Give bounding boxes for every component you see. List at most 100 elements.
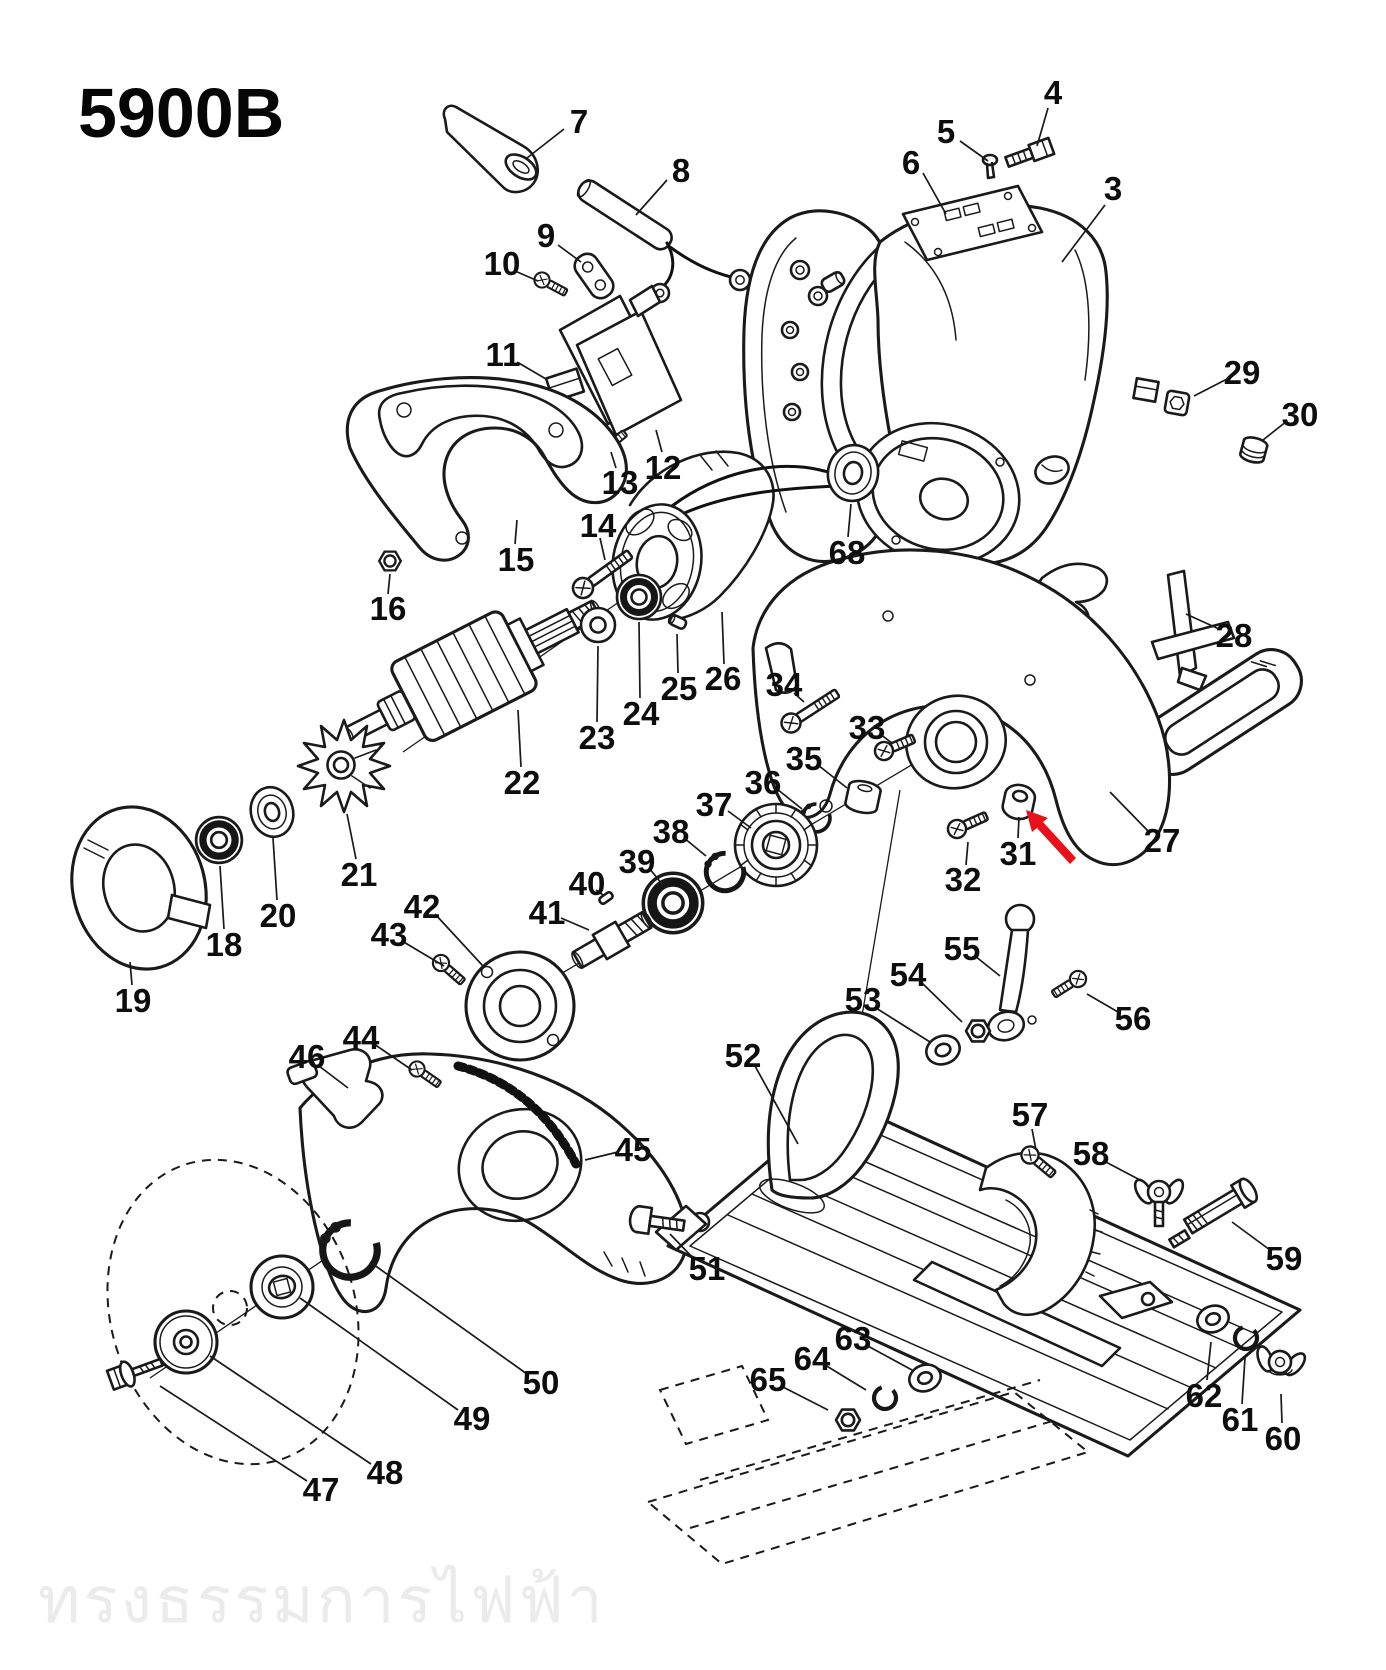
leader-line-11: [516, 361, 547, 380]
leader-line-35: [817, 764, 848, 789]
part-label-24: 24: [623, 695, 660, 732]
leader-line-55: [974, 955, 1001, 977]
safety-cover-drawing: [298, 1052, 689, 1313]
cord-clamp-drawing: [573, 252, 615, 300]
leader-line-20: [272, 837, 278, 901]
leader-line-62: [1206, 1341, 1212, 1381]
brush-cap-drawing: [1239, 436, 1269, 464]
part-label-38: 38: [653, 813, 690, 850]
part-label-64: 64: [794, 1340, 831, 1377]
part-label-31: 31: [1000, 835, 1037, 872]
leader-line-53: [875, 1007, 931, 1043]
part-label-59: 59: [1266, 1240, 1303, 1277]
leader-line-60: [1280, 1393, 1283, 1424]
leader-line-37: [727, 810, 752, 829]
leader-line-3: [1061, 204, 1106, 263]
bolt-51-drawing: [628, 1204, 686, 1236]
bearing-18-drawing: [196, 817, 242, 863]
part-label-26: 26: [705, 660, 742, 697]
rip-fence-dashed-drawing: [645, 1364, 1091, 1566]
part-label-35: 35: [786, 740, 823, 777]
gear-37-drawing: [733, 802, 819, 888]
leader-line-26: [721, 611, 725, 665]
part-label-57: 57: [1012, 1096, 1049, 1133]
leader-line-49: [299, 1297, 459, 1411]
leader-line-40: [595, 889, 604, 896]
leader-line-46: [318, 1065, 349, 1089]
pin-25-drawing: [667, 613, 688, 630]
leader-line-56: [1086, 993, 1119, 1013]
part-label-7: 7: [570, 103, 588, 140]
leader-line-24: [638, 621, 641, 699]
red-callout-arrow: [1026, 810, 1076, 864]
part-label-54: 54: [890, 956, 927, 993]
leader-line-58: [1103, 1160, 1141, 1181]
part-label-5: 5: [937, 113, 955, 150]
washer-23-drawing: [579, 606, 617, 644]
part-label-6: 6: [902, 144, 920, 181]
spindle-41-drawing: [571, 910, 653, 970]
washer-62-drawing: [1196, 1304, 1230, 1334]
leader-line-13: [610, 451, 617, 469]
nut-65-drawing: [834, 1408, 862, 1432]
part-label-16: 16: [370, 590, 407, 627]
part-label-3: 3: [1104, 170, 1122, 207]
hex-bolt-47-drawing: [105, 1357, 164, 1391]
flange-42-drawing: [464, 950, 576, 1062]
part-label-11: 11: [486, 336, 521, 373]
washer-63-drawing: [908, 1363, 942, 1393]
leader-line-22: [517, 709, 522, 768]
leader-line-27: [1109, 791, 1149, 832]
part-label-18: 18: [206, 926, 243, 963]
screw-10-drawing: [530, 268, 571, 301]
leader-line-59: [1231, 1221, 1271, 1251]
part-label-37: 37: [696, 786, 733, 823]
nut-54-drawing: [964, 1019, 992, 1043]
part-label-48: 48: [367, 1454, 404, 1491]
cord-protector-drawing: [576, 178, 752, 304]
leader-line-54: [920, 981, 963, 1023]
key-40-drawing: [598, 890, 614, 906]
blade-guard-drawing: [751, 548, 1172, 867]
leader-line-33: [879, 733, 893, 744]
screw-56-drawing: [1048, 966, 1091, 1003]
washer-53-drawing: [925, 1034, 961, 1066]
part-label-23: 23: [579, 719, 616, 756]
riser-bracket-drawing: [758, 1010, 900, 1214]
leader-line-30: [1262, 420, 1288, 441]
leader-line-48: [209, 1355, 372, 1465]
part-label-21: 21: [341, 856, 378, 893]
part-label-40: 40: [569, 865, 606, 902]
part-label-8: 8: [672, 152, 690, 189]
part-label-36: 36: [745, 764, 782, 801]
part-label-27: 27: [1144, 822, 1181, 859]
screw-5-drawing: [981, 153, 999, 180]
part-label-52: 52: [725, 1037, 762, 1074]
leader-line-12: [655, 429, 663, 453]
leader-line-4: [1036, 107, 1049, 147]
part-label-51: 51: [689, 1250, 726, 1287]
bolt-59-drawing: [1168, 1177, 1259, 1249]
leader-line-50: [369, 1261, 528, 1375]
leader-line-28: [1185, 613, 1220, 630]
part-label-15: 15: [498, 541, 535, 578]
part-label-20: 20: [260, 897, 297, 934]
leader-line-43: [401, 940, 445, 967]
leader-line-47: [159, 1385, 308, 1482]
part-label-41: 41: [529, 894, 566, 931]
cord-guard-drawing: [442, 104, 539, 194]
outer-flange-48-drawing: [153, 1309, 219, 1375]
leader-line-31: [1017, 816, 1020, 839]
part-label-62: 62: [1186, 1377, 1223, 1414]
part-label-53: 53: [845, 981, 882, 1018]
screw-32-drawing: [943, 806, 992, 843]
part-label-63: 63: [835, 1320, 872, 1357]
lockwasher-64-drawing: [871, 1384, 899, 1412]
wingnut-60-drawing: [1249, 1341, 1311, 1382]
part-label-19: 19: [115, 982, 152, 1019]
lever-55-drawing: [986, 903, 1037, 1042]
watermark-text: ทรงธรรมการไฟฟ้า: [38, 1564, 606, 1638]
